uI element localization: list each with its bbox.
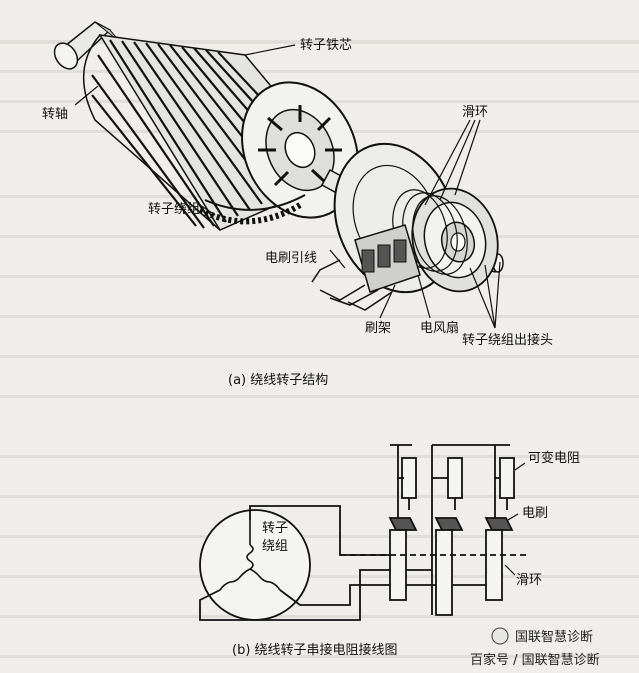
phase-column-3 xyxy=(462,444,515,601)
watermark: 国联智慧诊断 百家号 / 国联智慧诊断 xyxy=(470,627,600,668)
slip-ring-assembly xyxy=(392,187,499,293)
leader-lines xyxy=(74,44,501,329)
phase-column-1 xyxy=(388,444,418,601)
caption-a: (a) 绕线转子结构 xyxy=(228,373,328,388)
star-winding xyxy=(219,520,281,591)
rotor-winding xyxy=(198,194,306,225)
label-variable-resistor: 可变电阻 xyxy=(528,450,580,466)
brush-holder xyxy=(354,224,421,293)
wechat-icon xyxy=(491,627,509,645)
rotor-structure-drawing: 转子铁芯 转轴 滑环 转子绕组 电刷引线 刷架 电风扇 转子绕组出接头 (a) … xyxy=(42,21,553,388)
label-fan: 电风扇 xyxy=(420,320,459,336)
watermark-line2: 百家号 / 国联智慧诊断 xyxy=(470,652,600,668)
watermark-line1: 国联智慧诊断 xyxy=(515,629,593,645)
label-slip-ring-b: 滑环 xyxy=(516,573,542,588)
shaft xyxy=(53,21,121,70)
wiring-labels: 转子 绕组 可变电阻 电刷 滑环 (b) 绕线转子串接电阻接线图 xyxy=(232,450,580,658)
label-rotor-winding-b1: 转子 xyxy=(262,521,288,536)
label-shaft: 转轴 xyxy=(42,107,68,122)
label-winding-terminal: 转子绕组出接头 xyxy=(462,332,553,348)
caption-b: (b) 绕线转子串接电阻接线图 xyxy=(232,642,398,658)
label-rotor-winding-b2: 绕组 xyxy=(262,539,288,554)
rotor-winding-circle xyxy=(199,509,311,621)
label-brush-lead: 电刷引线 xyxy=(265,251,317,266)
label-rotor-winding-a: 转子绕组 xyxy=(148,202,200,217)
label-slip-ring-a: 滑环 xyxy=(462,105,488,120)
label-brush-holder: 刷架 xyxy=(365,321,391,336)
brush-leads xyxy=(311,259,393,311)
label-rotor-core: 转子铁芯 xyxy=(300,38,352,53)
label-brush: 电刷 xyxy=(522,506,548,521)
wiring-diagram xyxy=(199,444,530,621)
phase-column-2 xyxy=(431,444,464,616)
